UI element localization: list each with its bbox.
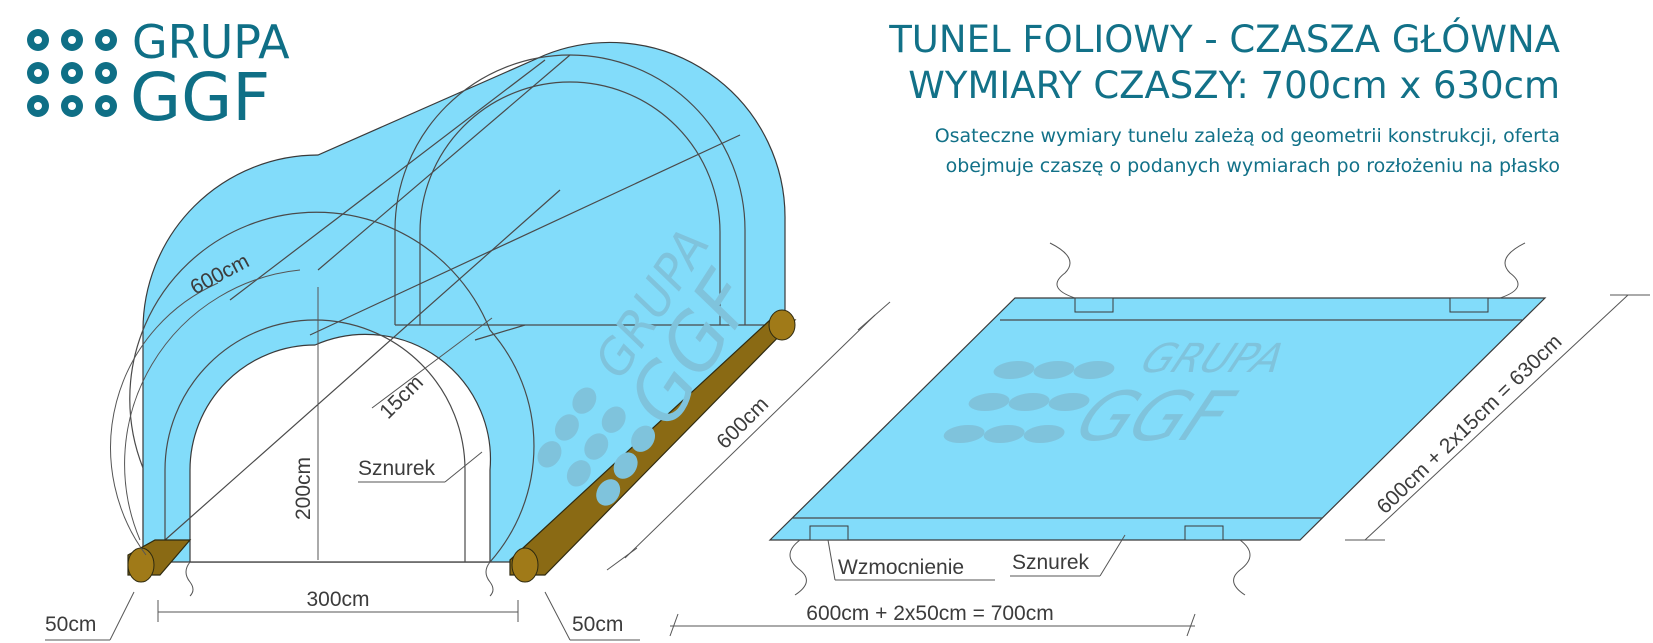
skirt-right [509, 319, 797, 576]
flat-watermark-line1: GRUPA [1134, 335, 1293, 382]
dim-width: 300cm [306, 588, 369, 611]
note-line-2: obejmuje czaszę o podanych wymiarach po … [946, 155, 1560, 177]
header: TUNEL FOLIOWY - CZASZA GŁÓWNA WYMIARY CZ… [888, 17, 1560, 177]
page-title: TUNEL FOLIOWY - CZASZA GŁÓWNA [888, 17, 1560, 61]
logo-line1: GRUPA [132, 15, 290, 69]
flat-sheet-drawing: GRUPA GGF 600cm + 2x50cm = 700cm 600cm +… [669, 242, 1650, 637]
flat-sheet-film [768, 297, 1547, 541]
dim-height: 200cm [292, 457, 315, 520]
dimensions-heading: WYMIARY CZASZY: 700cm x 630cm [908, 64, 1560, 107]
logo-line2: GGF [130, 59, 270, 136]
tunnel-drawing: GRUPA GGF 600cm 600cm 15cm 200cm 300c [45, 41, 891, 641]
note-line-1: Osateczne wymiary tunelu zależą od geome… [935, 125, 1560, 147]
logo: GRUPA GGF [27, 15, 290, 136]
reinforcement-label: Wzmocnienie [838, 556, 964, 579]
tunnel-opening [189, 333, 492, 563]
tunnel-cord-label: Sznurek [358, 457, 436, 480]
dim-skirt-left: 50cm [45, 613, 96, 636]
dim-flat-width: 600cm + 2x50cm = 700cm [806, 602, 1053, 625]
dim-skirt-right: 50cm [572, 613, 623, 636]
flat-cord-label: Sznurek [1012, 551, 1090, 574]
